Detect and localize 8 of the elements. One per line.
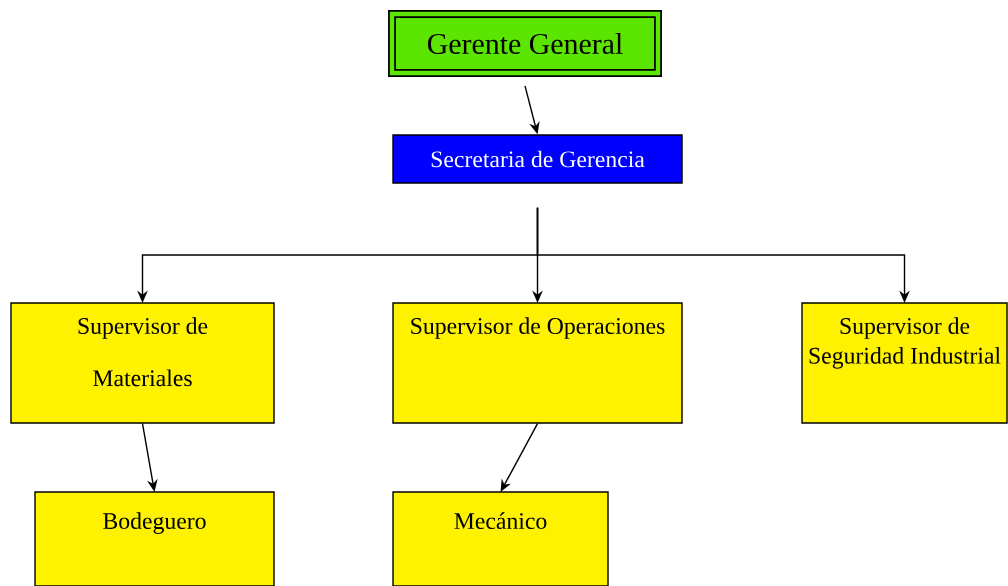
position-box: Supervisor de Materiales (10, 302, 275, 424)
position-box: Supervisor de Seguridad Industrial (801, 302, 1008, 424)
position-box: Bodeguero (34, 491, 275, 586)
arrow (500, 423, 539, 492)
title-box: Gerente General (388, 10, 662, 77)
position-box: Secretaria de Gerencia (392, 134, 683, 184)
position-box: Supervisor de Operaciones (392, 302, 683, 424)
position-box: Mecánico (392, 491, 609, 586)
